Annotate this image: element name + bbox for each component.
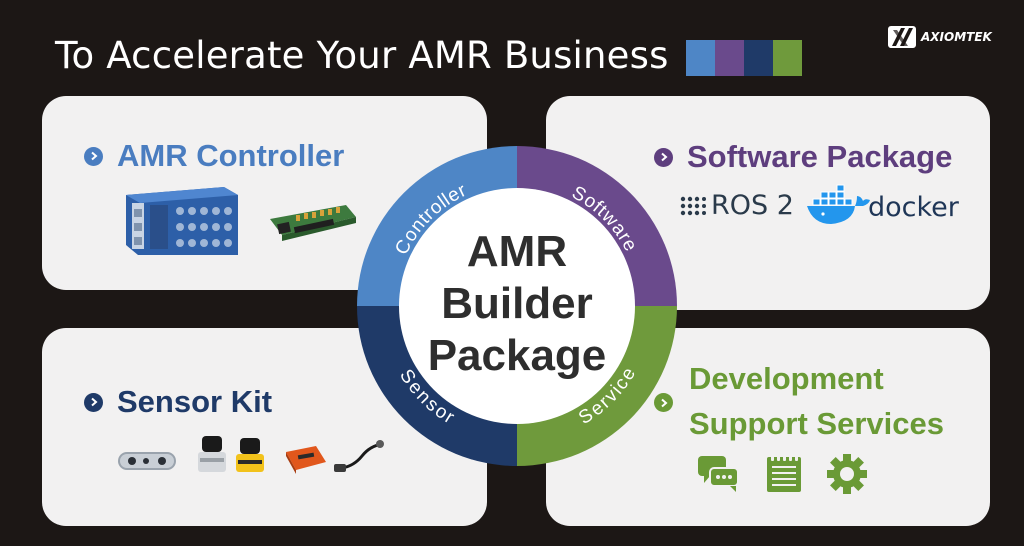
ros2-logo: ROS 2 (680, 190, 794, 221)
ring-center (399, 188, 635, 424)
ros-dots-icon (680, 196, 706, 215)
center-line1: AMR (467, 227, 567, 276)
logo-mark-icon (888, 26, 916, 48)
controller-board-image (270, 205, 356, 241)
software-heading-text: Software Package (687, 139, 953, 174)
chevron-right-icon (84, 392, 103, 412)
sensor-heading-text: Sensor Kit (117, 384, 273, 419)
imu-image (286, 446, 326, 474)
controller-heading: AMR Controller (84, 138, 344, 174)
services-heading-line2: Support Services (689, 406, 944, 441)
cable-image (334, 440, 384, 472)
center-line3: Package (428, 331, 607, 380)
sensor-heading: Sensor Kit (84, 384, 272, 420)
docker-whale-icon (807, 184, 870, 224)
axiomtek-logo: AXIOMTEK (888, 26, 992, 48)
center-line2: Builder (441, 279, 593, 328)
controller-images (126, 187, 356, 255)
logo-text: AXIOMTEK (921, 30, 992, 44)
controller-box-image (126, 187, 238, 255)
ros2-label: ROS 2 (711, 190, 794, 221)
chevron-right-icon (654, 147, 673, 167)
swatch-navy (744, 40, 773, 76)
lidar-yellow-image (236, 438, 264, 472)
chevron-right-icon (654, 393, 673, 412)
notepad-icon (767, 453, 801, 492)
gear-icon (827, 454, 867, 494)
sensor-images (118, 436, 384, 474)
chevron-right-icon (84, 146, 103, 166)
swatch-purple (715, 40, 744, 76)
software-heading: Software Package (654, 139, 952, 175)
chat-icon (698, 456, 739, 492)
color-swatches (686, 40, 802, 76)
controller-heading-text: AMR Controller (117, 138, 345, 173)
docker-label: docker (868, 192, 959, 223)
lidar-image (198, 436, 226, 472)
depth-camera-image (118, 452, 176, 470)
page-title: To Accelerate Your AMR Business (55, 34, 669, 77)
builder-package-ring: Controller Software Sensor Service AMR B… (357, 146, 677, 466)
swatch-blue (686, 40, 715, 76)
services-heading-line1: Development (689, 361, 884, 396)
swatch-green (773, 40, 802, 76)
